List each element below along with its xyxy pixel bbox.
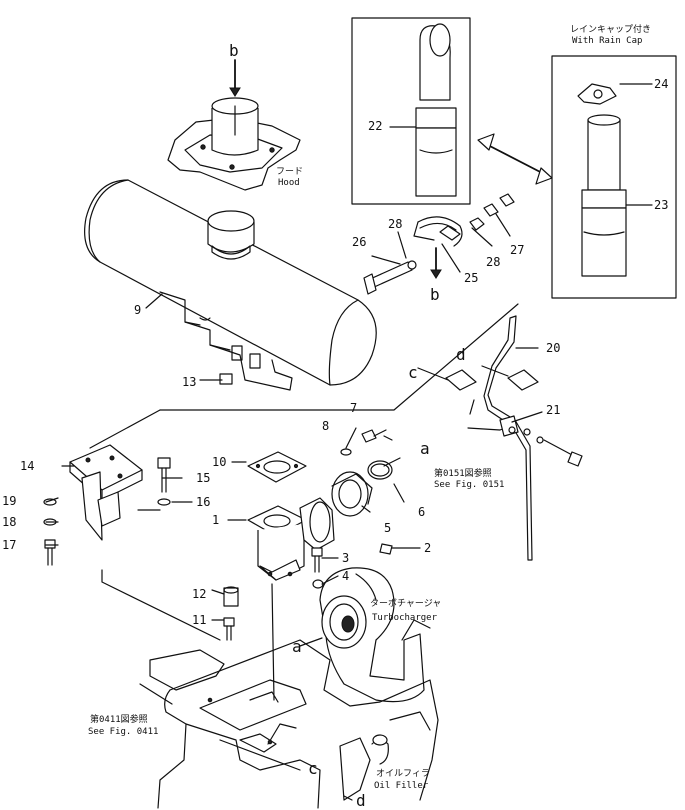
callout-24: 24 [654,77,668,91]
callout-13: 13 [182,375,196,389]
gasket-10 [247,451,307,483]
fig0151-label-jp: 第0151図参照 [434,467,492,479]
rain-cap-label-jp: レインキャップ付き [570,24,651,35]
callout-10: 10 [212,455,226,469]
connector-d-top: d [456,345,466,364]
fig0411-label-en: See Fig. 0411 [88,727,158,737]
callout-19: 19 [2,494,16,508]
fig0151-label-en: See Fig. 0151 [434,480,504,490]
rain-cap-label-en: With Rain Cap [572,36,642,46]
callout-1: 1 [212,513,219,527]
mounting-bracket [69,444,143,541]
support-rod [445,315,583,561]
oil-filler-label-en: Oil Filler [374,781,429,791]
callout-16: 16 [196,495,210,509]
callout-11: 11 [192,613,206,627]
callout-5: 5 [384,521,391,535]
muffler-body [84,179,377,391]
callout-27: 27 [510,243,524,257]
callout-18: 18 [2,515,16,529]
callout-3: 3 [342,551,349,565]
elbow-1 [247,497,335,581]
swap-arrow [477,133,553,185]
fig0411-label-jp: 第0411図参照 [90,713,148,725]
callout-6: 6 [418,505,425,519]
callout-2: 2 [424,541,431,555]
connector-c-bottom: c [308,759,318,778]
flange-5 [331,460,393,517]
callout-23: 23 [654,198,668,212]
inset-tailpipe [351,17,471,205]
clamp-group [363,193,515,295]
connector-d-bottom: d [356,791,366,810]
turbocharger [319,567,431,703]
connector-b-bottom: b [430,285,440,304]
callout-22: 22 [368,119,382,133]
notes: フード Hood レインキャップ付き With Rain Cap ターボチャージ… [88,24,651,791]
callout-numbers: 1 2 3 4 5 6 7 8 9 10 11 12 13 14 15 16 1… [2,77,668,627]
callout-28-right: 28 [486,255,500,269]
callout-14: 14 [20,459,34,473]
leader-lines [45,213,543,801]
oil-filler-label-jp: オイルフィラ [376,768,430,779]
small-hardware [219,373,393,641]
connector-a-bottom: a [292,637,302,656]
callout-20: 20 [546,341,560,355]
callout-12: 12 [192,587,206,601]
hood-label-jp: フード [276,167,303,177]
callout-8: 8 [322,419,329,433]
callout-28-left: 28 [388,217,402,231]
connector-b-top: b [229,41,239,60]
callout-15: 15 [196,471,210,485]
hood-label-en: Hood [278,178,300,188]
callout-7: 7 [350,401,357,415]
turbo-label-jp: ターボチャージャ [370,598,441,609]
connector-c-top: c [408,363,418,382]
inset-rain-cap [551,55,677,299]
callout-9: 9 [134,303,141,317]
callout-25: 25 [464,271,478,285]
hood [167,59,301,191]
callout-26: 26 [352,235,366,249]
engine-outline [149,639,439,809]
callout-4: 4 [342,569,349,583]
connector-letters: b b a a c c d d [229,41,466,810]
callout-17: 17 [2,538,16,552]
connector-a-top: a [420,439,430,458]
callout-21: 21 [546,403,560,417]
turbo-label-en: Turbocharger [372,613,438,623]
